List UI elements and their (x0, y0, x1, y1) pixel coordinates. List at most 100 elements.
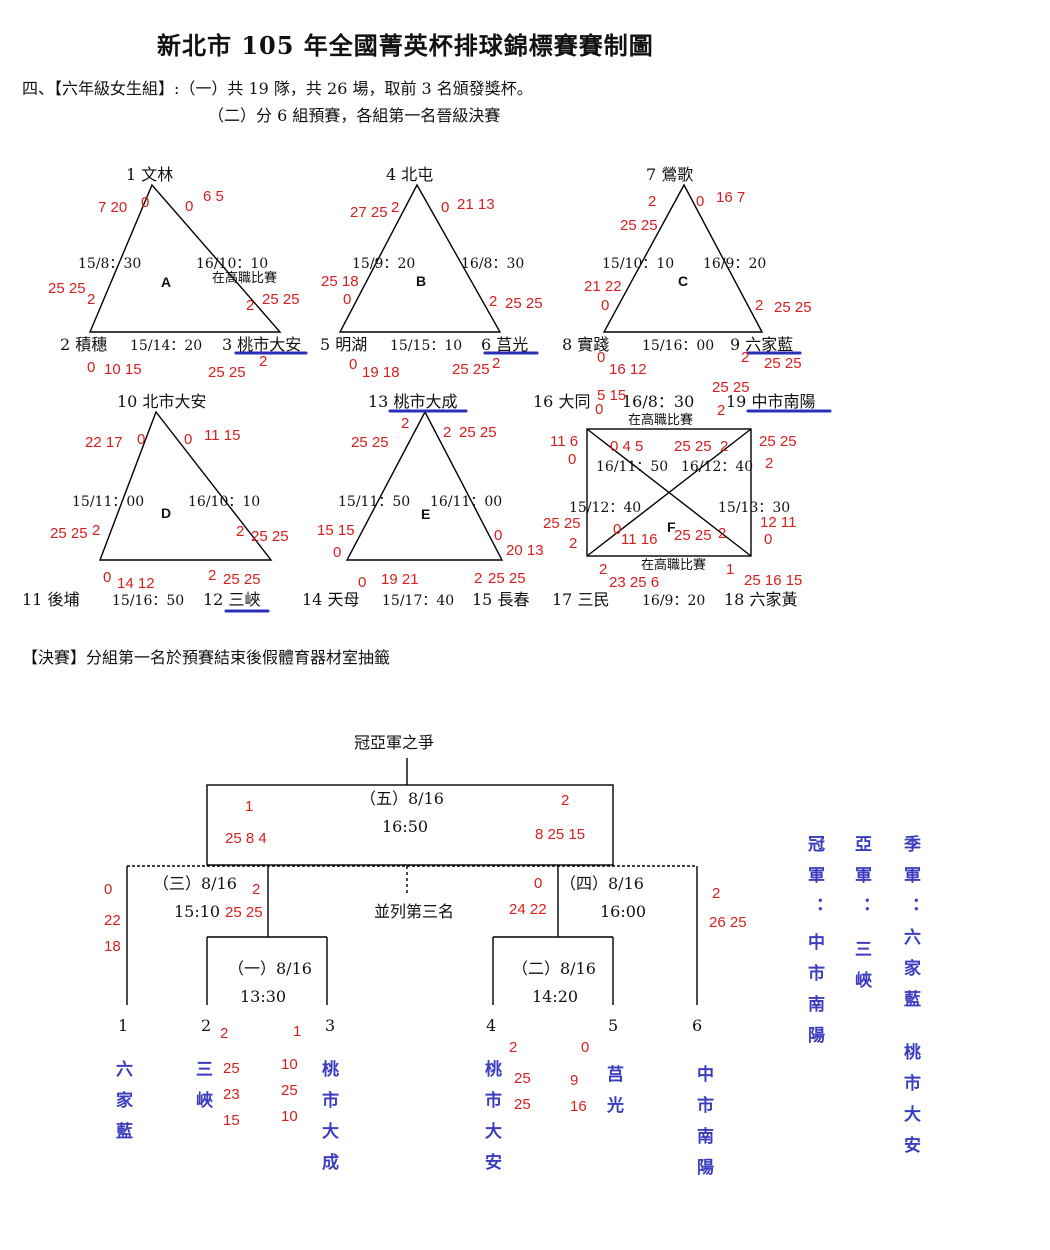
score: 9 (570, 1072, 579, 1089)
triangle-a (88, 183, 282, 333)
bracket-team: 三峽 (192, 1060, 212, 1122)
match-time: 15/14：20 (130, 338, 203, 354)
score: 25 25 (459, 424, 497, 441)
championship-label: 冠亞軍之爭 (354, 733, 435, 752)
match-time: 15/16：00 (642, 338, 715, 354)
score: 22 17 (85, 434, 123, 451)
group-letter: A (161, 274, 172, 290)
score: 2 (220, 1025, 229, 1042)
score: 25 25 (764, 355, 802, 372)
score: 2 (87, 291, 96, 308)
score: 16 7 (716, 189, 746, 206)
team-label: 14 天母 (302, 590, 360, 609)
match-time: 16/8：30 (461, 256, 525, 272)
match-time: 16/11：50 (596, 459, 669, 475)
team-label: 3 桃市大安 (222, 335, 302, 354)
triangle-b (338, 183, 502, 333)
score: 15 15 (317, 522, 355, 539)
score: 25 25 (48, 280, 86, 297)
intro-line-1: 四、【六年級女生組】:（一）共 19 隊，共 26 場，取前 3 名頒發獎杯。 (22, 79, 533, 98)
slot-number: 3 (325, 1016, 336, 1035)
score: 2 (765, 455, 774, 472)
venue-note: 在高職比賽 (641, 558, 707, 573)
score: 25 8 4 (225, 830, 267, 847)
score: 0 (613, 521, 622, 538)
score: 0 (358, 574, 367, 591)
score: 2 (443, 424, 452, 441)
score: 10 (281, 1108, 298, 1125)
match-2-time: 14:20 (532, 987, 579, 1006)
score: 1 (245, 798, 254, 815)
slot-number: 5 (608, 1016, 619, 1035)
score: 0 (764, 531, 773, 548)
score: 23 25 6 (609, 574, 660, 591)
match-time: 15/17：40 (382, 593, 455, 609)
score: 25 25 (774, 299, 812, 316)
slot-number: 6 (692, 1016, 703, 1035)
score: 2 (717, 402, 726, 419)
match-time: 15/8：30 (78, 256, 142, 272)
score: 8 25 15 (535, 826, 586, 843)
group-letter: D (161, 505, 172, 521)
score: 7 20 (98, 199, 128, 216)
match-time: 16/11：00 (430, 494, 503, 510)
venue-note: 在高職比賽 (212, 271, 278, 286)
bracket-team: 莒光 (603, 1065, 623, 1127)
score: 0 (534, 875, 543, 892)
score: 25 (514, 1070, 531, 1087)
group-letter: B (416, 273, 427, 289)
intro-line-2: （二）分 6 組預賽，各組第一名晉級決賽 (208, 106, 501, 125)
triangle-d (98, 410, 273, 561)
score: 0 (595, 401, 604, 418)
score: 2 (648, 193, 657, 210)
score: 18 (104, 938, 121, 955)
match-time: 15/12：40 (569, 500, 642, 516)
score: 10 (281, 1056, 298, 1073)
score: 19 21 (381, 571, 419, 588)
score: 2 (718, 525, 727, 542)
score: 2 (391, 199, 400, 216)
team-label: 19 中市南陽 (726, 392, 816, 411)
team-label: 10 北市大安 (117, 392, 207, 411)
score: 25 25 (262, 291, 300, 308)
score: 21 22 (584, 278, 622, 295)
team-label: 15 長春 (472, 590, 530, 609)
bracket-team: 中市南陽 (693, 1065, 713, 1189)
score: 2 (569, 535, 578, 552)
score: 19 18 (362, 364, 400, 381)
score: 11 6 (550, 433, 579, 450)
match-2-label: （二）8/16 (512, 959, 596, 978)
score: 2 (492, 355, 501, 372)
score: 20 13 (506, 542, 544, 559)
score: 2 (755, 297, 764, 314)
score: 25 25 (50, 525, 88, 542)
score: 25 25 (759, 433, 797, 450)
score: 2 (599, 561, 608, 578)
score: 23 (223, 1086, 240, 1103)
score: 10 15 (104, 361, 142, 378)
team-label: 5 明湖 (320, 335, 368, 354)
score: 2 (720, 438, 729, 455)
score: 25 25 (488, 570, 526, 587)
score: 6 5 (203, 188, 224, 205)
score: 25 25 (505, 295, 543, 312)
score: 0 (568, 451, 577, 468)
match-time: 16/8：30 (622, 392, 695, 411)
score: 2 (246, 297, 255, 314)
score: 0 (494, 527, 503, 544)
match-5-time: 16:50 (382, 817, 429, 836)
final-note: 【決賽】分組第一名於預賽結束後假體育器材室抽籤 (22, 648, 391, 667)
team-label: 9 六家藍 (730, 335, 794, 354)
score: 0 (601, 297, 610, 314)
runnerup-label: 亞軍： (851, 835, 871, 928)
score: 0 (185, 198, 194, 215)
slot-number: 2 (201, 1016, 212, 1035)
score: 1 (726, 561, 735, 578)
match-4-time: 16:00 (600, 902, 647, 921)
score: 0 (137, 431, 146, 448)
score: 2 (712, 885, 721, 902)
score: 25 25 (225, 904, 263, 921)
score: 1 (293, 1023, 302, 1040)
score: 2 (252, 881, 261, 898)
